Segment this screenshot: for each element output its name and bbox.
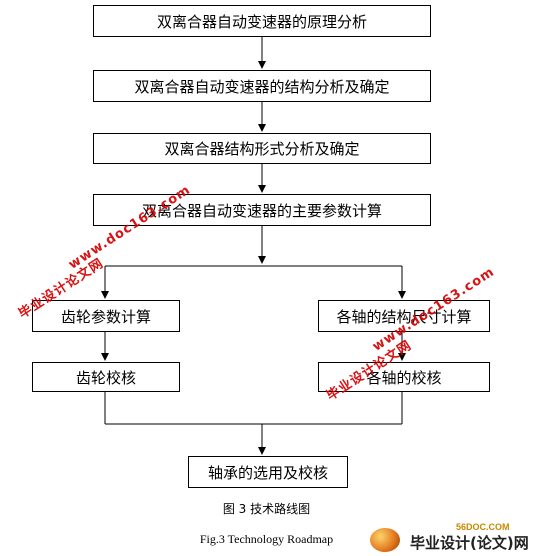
logo-small-text: 56DOC.COM xyxy=(456,522,510,532)
logo-emblem-icon xyxy=(370,528,400,552)
node-structure: 双离合器自动变速器的结构分析及确定 xyxy=(93,70,431,102)
logo-main-text: 毕业设计(论文)网 xyxy=(410,534,529,552)
node-gear-check: 齿轮校核 xyxy=(32,362,180,392)
node-gear-calc: 齿轮参数计算 xyxy=(32,300,180,332)
site-logo: 56DOC.COM 毕业设计(论文)网 xyxy=(370,522,530,554)
node-shaft-calc: 各轴的结构尺寸计算 xyxy=(318,300,490,332)
figure-caption-cn: 图 3 技术路线图 xyxy=(222,502,311,516)
node-form: 双离合器结构形式分析及确定 xyxy=(93,133,431,164)
node-bearing: 轴承的选用及校核 xyxy=(188,456,348,488)
node-shaft-check: 各轴的校核 xyxy=(318,362,490,392)
node-params: 双离合器自动变速器的主要参数计算 xyxy=(93,194,431,226)
node-principle: 双离合器自动变速器的原理分析 xyxy=(93,5,431,37)
figure-caption-en: Fig.3 Technology Roadmap xyxy=(199,532,334,546)
